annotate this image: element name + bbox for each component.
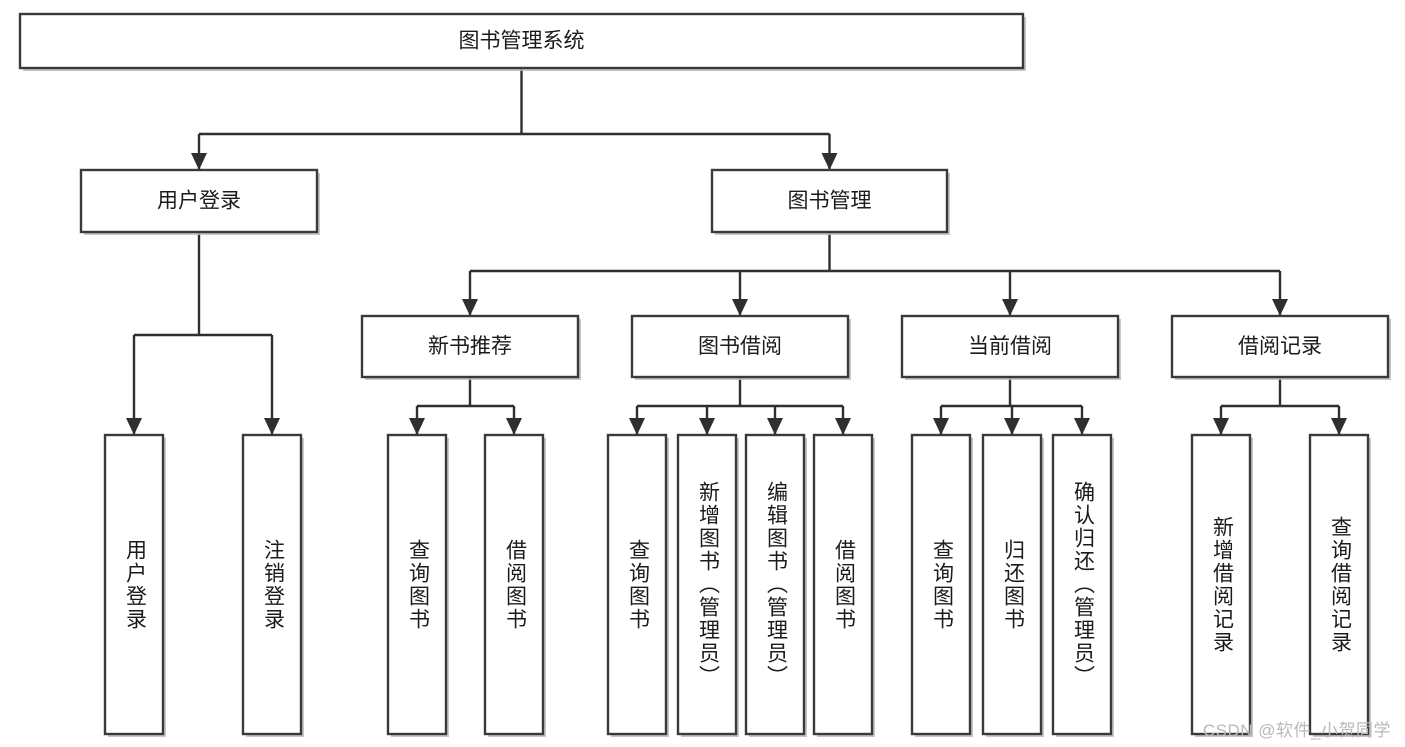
- arrow-head-icon: [821, 153, 838, 170]
- node-box-leaf-4[interactable]: [606, 433, 668, 736]
- arrow-head-icon: [506, 418, 522, 435]
- node-box-leaf-0[interactable]: [103, 433, 165, 736]
- arrow-head-icon: [462, 299, 478, 316]
- node-label: 图书管理系统: [459, 30, 585, 53]
- arrow-head-icon: [409, 418, 425, 435]
- node-box-level2-0[interactable]: [79, 168, 319, 234]
- node-label: 新书推荐: [428, 335, 512, 358]
- node-box-level2-1[interactable]: [710, 168, 949, 234]
- arrow-head-icon: [1331, 418, 1347, 435]
- arrow-head-icon: [629, 418, 645, 435]
- node-label: 当前借阅: [968, 335, 1052, 358]
- node-box-level3-1[interactable]: [630, 314, 850, 379]
- arrow-head-icon: [126, 418, 142, 435]
- node-box-level3-0[interactable]: [360, 314, 580, 379]
- arrow-head-icon: [699, 418, 715, 435]
- node-box-root-0[interactable]: [18, 12, 1025, 70]
- connector-layer: [126, 68, 1347, 435]
- arrow-head-icon: [191, 153, 207, 170]
- node-box-level3-2[interactable]: [900, 314, 1120, 379]
- node-label: 图书借阅: [698, 335, 782, 358]
- node-label: 借阅记录: [1238, 335, 1322, 358]
- arrow-head-icon: [767, 418, 783, 435]
- node-box-leaf-7[interactable]: [812, 433, 874, 736]
- node-label: 图书管理: [788, 190, 872, 213]
- arrow-head-icon: [835, 418, 851, 435]
- arrow-head-icon: [732, 299, 748, 316]
- node-box-leaf-12[interactable]: [1308, 433, 1370, 736]
- node-layer: [18, 12, 1391, 737]
- arrow-head-icon: [933, 418, 949, 435]
- node-box-leaf-11[interactable]: [1190, 433, 1252, 736]
- watermark: CSDN @软件_小贺同学: [1202, 721, 1391, 740]
- arrow-head-icon: [1272, 299, 1288, 316]
- node-box-leaf-3[interactable]: [483, 433, 545, 736]
- node-box-leaf-10[interactable]: [1051, 433, 1113, 736]
- node-box-leaf-1[interactable]: [241, 433, 303, 736]
- node-label: 用户登录: [157, 190, 241, 213]
- node-box-leaf-2[interactable]: [386, 433, 448, 736]
- node-box-leaf-9[interactable]: [981, 433, 1043, 736]
- arrow-head-icon: [1002, 299, 1018, 316]
- arrow-head-icon: [264, 418, 280, 435]
- arrow-head-icon: [1213, 418, 1229, 435]
- arrow-head-icon: [1004, 418, 1020, 435]
- node-box-leaf-8[interactable]: [910, 433, 972, 736]
- node-box-leaf-5[interactable]: [676, 433, 738, 736]
- arrow-head-icon: [1074, 418, 1090, 435]
- node-box-level3-3[interactable]: [1170, 314, 1390, 379]
- node-box-leaf-6[interactable]: [744, 433, 806, 736]
